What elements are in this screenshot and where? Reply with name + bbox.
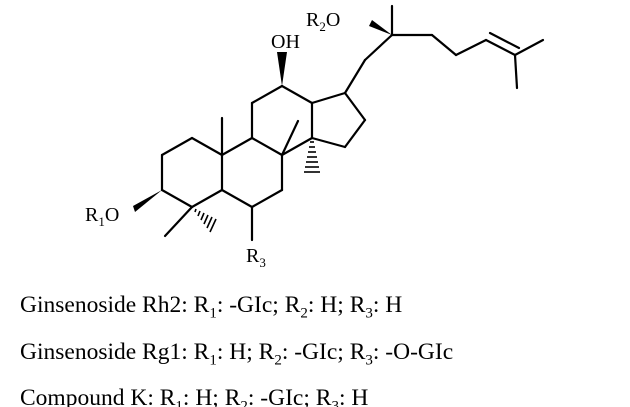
wedge-bonds bbox=[133, 20, 392, 212]
r-subscript: 1 bbox=[175, 399, 183, 407]
semicolon-sep: ; bbox=[337, 338, 344, 365]
r1-value: H bbox=[229, 338, 247, 365]
r3-value: H bbox=[385, 292, 403, 318]
r2-oxygen-label: R2O bbox=[306, 9, 340, 34]
r-symbol: R bbox=[315, 385, 332, 407]
legend-row: Ginsenoside Rg1: R1: H; R2: -GIc; R3: -O… bbox=[20, 333, 453, 380]
r-symbol: R bbox=[193, 338, 210, 365]
r-subscript: 2 bbox=[300, 305, 308, 322]
r3-label: R3 bbox=[246, 245, 266, 270]
compound-name: Ginsenoside Rg1 bbox=[20, 338, 182, 365]
r-subscript: 2 bbox=[274, 352, 282, 369]
hydroxyl-label: OH bbox=[271, 31, 300, 53]
compound-name: Compound K bbox=[20, 385, 148, 407]
r3-value: -O-GIc bbox=[385, 338, 454, 365]
semicolon-sep: ; bbox=[337, 292, 344, 318]
r-symbol: R bbox=[284, 292, 301, 318]
colon-sep: : bbox=[181, 338, 188, 365]
legend-row: Ginsenoside Rh2: R1: -GIc; R2: H; R3: H bbox=[20, 286, 453, 333]
r-subscript: 3 bbox=[365, 352, 373, 369]
r-symbol: R bbox=[224, 385, 241, 407]
r-symbol: R bbox=[193, 292, 210, 318]
colon-sep: : bbox=[307, 292, 315, 318]
colon-sep: : bbox=[147, 385, 154, 407]
r-symbol: R bbox=[349, 292, 366, 318]
colon-sep: : bbox=[216, 292, 224, 318]
r-subscript: 3 bbox=[331, 399, 339, 407]
semicolon-sep: ; bbox=[272, 292, 279, 318]
colon-sep: : bbox=[338, 385, 346, 407]
r-symbol: R bbox=[159, 385, 176, 407]
r-subscript: 3 bbox=[365, 305, 373, 322]
legend-row: Compound K: R1: H; R2: -GIc; R3: H bbox=[20, 379, 453, 407]
colon-sep: : bbox=[372, 292, 380, 318]
semicolon-sep: ; bbox=[212, 385, 219, 407]
bond-lines bbox=[160, 4, 545, 242]
r-subscript: 1 bbox=[209, 352, 217, 369]
ginsenoside-core-structure: OH R2O R1O R3 bbox=[85, 4, 545, 270]
r-symbol: R bbox=[258, 338, 275, 365]
r3-value: H bbox=[351, 385, 369, 407]
r1-value: -GIc bbox=[229, 292, 273, 318]
r-symbol: R bbox=[349, 338, 366, 365]
r-subscript: 1 bbox=[209, 305, 217, 322]
colon-sep: : bbox=[181, 292, 188, 318]
semicolon-sep: ; bbox=[303, 385, 310, 407]
colon-sep: : bbox=[281, 338, 289, 365]
colon-sep: : bbox=[247, 385, 255, 407]
compound-name: Ginsenoside Rh2 bbox=[20, 292, 182, 318]
colon-sep: : bbox=[182, 385, 190, 407]
r1-value: H bbox=[195, 385, 213, 407]
r1-oxygen-label: R1O bbox=[85, 204, 119, 229]
r-subscript: 2 bbox=[240, 399, 248, 407]
colon-sep: : bbox=[372, 338, 380, 365]
semicolon-sep: ; bbox=[246, 338, 253, 365]
r2-value: -GIc bbox=[294, 338, 338, 365]
r2-value: H bbox=[320, 292, 338, 318]
colon-sep: : bbox=[216, 338, 224, 365]
r2-value: -GIc bbox=[260, 385, 304, 407]
hashed-bonds bbox=[194, 141, 320, 233]
